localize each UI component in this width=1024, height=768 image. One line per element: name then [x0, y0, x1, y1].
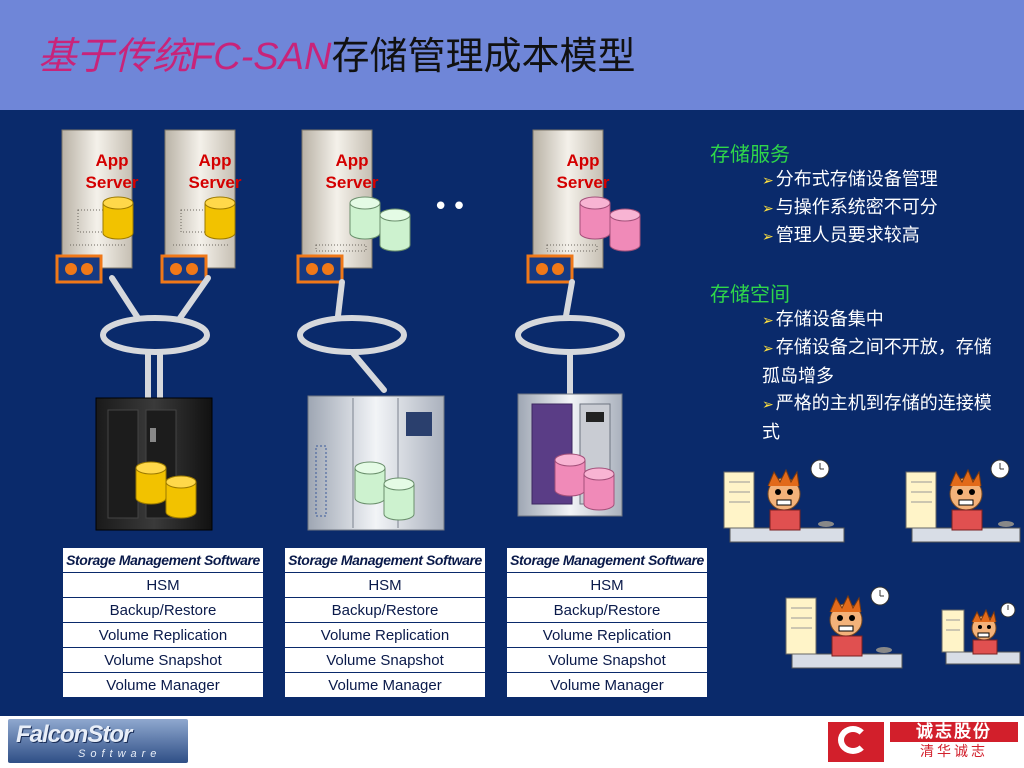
table-row: Volume Snapshot [284, 647, 486, 673]
hba-card-icon [55, 254, 103, 284]
space-item-text: 存储设备集中 [775, 309, 884, 330]
service-item-text: 分布式存储设备管理 [775, 169, 938, 190]
table-row: HSM [506, 572, 708, 598]
table-row: Backup/Restore [62, 597, 264, 623]
arrow-bullet-icon: ➢ [762, 341, 774, 357]
company-logo-icon [828, 722, 884, 762]
admin-cartoon-1 [723, 459, 845, 543]
table-row: HSM [284, 572, 486, 598]
arrow-bullet-icon: ➢ [762, 397, 774, 413]
table-row: Volume Snapshot [506, 647, 708, 673]
company-name: 诚志股份 [890, 722, 1018, 742]
table-header: Storage Management Software [284, 547, 486, 573]
falconstor-logo-sub: Software [78, 748, 162, 760]
software-table-1: Storage Management Software HSM Backup/R… [62, 547, 264, 698]
space-item-text: 严格的主机到存储的连接模式 [762, 393, 992, 443]
admin-cartoon-4 [941, 602, 1021, 665]
diagram [55, 129, 1021, 669]
table-row: Volume Manager [506, 672, 708, 698]
table-row: Volume Manager [284, 672, 486, 698]
array-disk-yellow-1 [135, 461, 167, 505]
arrow-bullet-icon: ➢ [762, 201, 774, 217]
arrow-bullet-icon: ➢ [762, 313, 774, 329]
hba-card-icon [296, 254, 344, 284]
space-item-text: 存储设备之间不开放，存储孤岛增多 [762, 337, 992, 387]
falconstor-logo: FalconStor Software [8, 719, 188, 763]
server-label-2: App Server [165, 150, 265, 194]
service-item-text: 与操作系统密不可分 [775, 197, 938, 218]
title-rest: 存储管理成本模型 [331, 34, 636, 78]
fc-switch-loop-icon [100, 315, 210, 355]
server-label-server: Server [325, 173, 379, 192]
software-table-3: Storage Management Software HSM Backup/R… [506, 547, 708, 698]
company-subname: 清华诚志 [920, 744, 988, 760]
falconstor-logo-main: FalconStor [16, 721, 132, 748]
service-item-1: ➢分布式存储设备管理 [762, 166, 1002, 195]
hba-card-1 [55, 254, 103, 284]
hba-card-4 [526, 254, 574, 284]
table-row: Volume Replication [62, 622, 264, 648]
ellipsis-more-servers: •• [433, 192, 470, 222]
array-disk-pink-1 [554, 453, 586, 497]
space-item-1: ➢存储设备集中 [762, 306, 1002, 335]
table-row: Volume Snapshot [62, 647, 264, 673]
array-disk-yellow-2 [165, 475, 197, 519]
admin-cartoon-2 [905, 459, 1021, 543]
server-label-server: Server [85, 173, 139, 192]
title-accent: 基于传统FC-SAN [38, 36, 332, 78]
service-item-2: ➢与操作系统密不可分 [762, 194, 1002, 223]
software-table-2: Storage Management Software HSM Backup/R… [284, 547, 486, 698]
arrow-bullet-icon: ➢ [762, 229, 774, 245]
table-row: Volume Replication [284, 622, 486, 648]
server-label-app: App [198, 151, 232, 170]
hba-card-3 [296, 254, 344, 284]
server-label-app: App [566, 151, 600, 170]
arrow-bullet-icon: ➢ [762, 173, 774, 189]
title-bar [0, 0, 1024, 110]
space-heading: 存储空间 [710, 282, 790, 306]
server-label-app: App [95, 151, 129, 170]
table-row: Backup/Restore [284, 597, 486, 623]
space-item-2: ➢存储设备之间不开放，存储孤岛增多 [762, 334, 992, 391]
page-title: 基于传统FC-SAN存储管理成本模型 [38, 34, 635, 79]
server-disk-green-2 [379, 208, 411, 252]
array-disk-pink-2 [583, 467, 615, 511]
admin-cartoon-3 [785, 586, 903, 669]
array-disk-green-1 [354, 461, 386, 505]
table-row: Backup/Restore [506, 597, 708, 623]
server-label-3: App Server [302, 150, 402, 194]
table-header: Storage Management Software [62, 547, 264, 573]
fc-cabling [109, 275, 575, 401]
table-header: Storage Management Software [506, 547, 708, 573]
array-disk-green-2 [383, 477, 415, 521]
server-disk-pink-1 [579, 196, 611, 240]
server-label-server: Server [188, 173, 242, 192]
table-row: Volume Manager [62, 672, 264, 698]
server-disk-pink-2 [609, 208, 641, 252]
server-label-server: Server [556, 173, 610, 192]
table-row: Volume Replication [506, 622, 708, 648]
fc-switch-loop-icon [515, 315, 625, 355]
hba-card-icon [526, 254, 574, 284]
hba-card-2 [160, 254, 208, 284]
server-label-app: App [335, 151, 369, 170]
server-disk-yellow-2 [204, 196, 236, 240]
table-row: HSM [62, 572, 264, 598]
server-disk-green-1 [349, 196, 381, 240]
service-item-text: 管理人员要求较高 [775, 225, 920, 246]
server-label-1: App Server [62, 150, 162, 194]
server-disk-yellow-1 [102, 196, 134, 240]
server-label-4: App Server [533, 150, 633, 194]
service-item-3: ➢管理人员要求较高 [762, 222, 1002, 251]
space-item-3: ➢严格的主机到存储的连接模式 [762, 390, 992, 447]
fc-switch-loop-icon [297, 315, 407, 355]
hba-card-icon [160, 254, 208, 284]
service-heading: 存储服务 [710, 142, 790, 166]
